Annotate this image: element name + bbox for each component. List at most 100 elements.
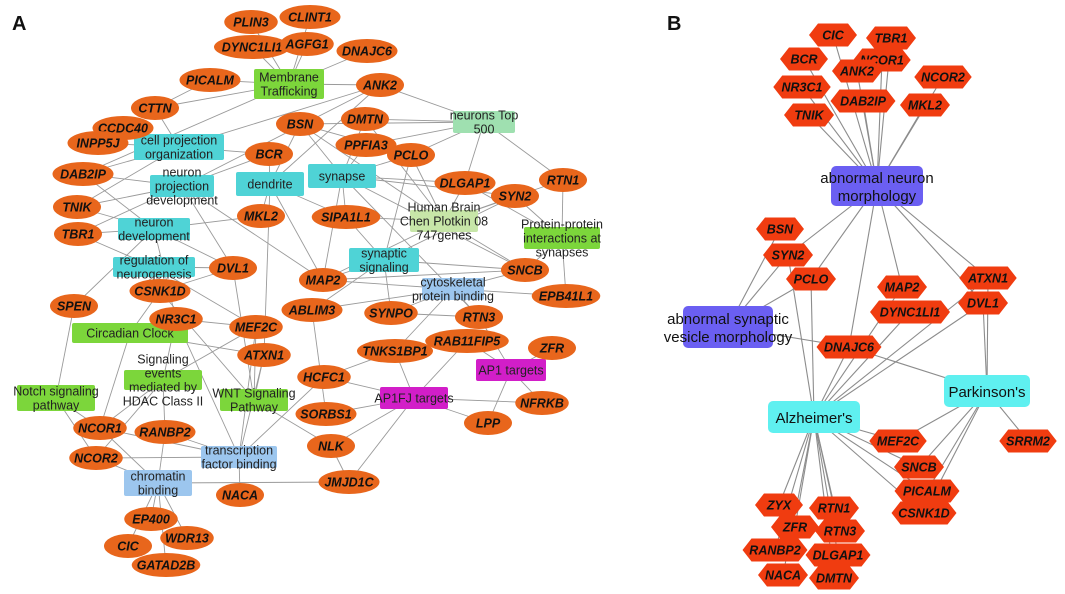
gene-node-ranbp2: RANBP2 xyxy=(134,420,196,444)
edge-neuronproj-DVL1 xyxy=(181,185,234,269)
term-label-line: cell projection xyxy=(141,134,217,148)
gene-label: NCOR2 xyxy=(921,71,965,85)
gene-ellipse xyxy=(464,411,512,435)
gene-ellipse xyxy=(280,32,334,56)
term-label-line: chromatin xyxy=(131,470,186,484)
gene-ellipse xyxy=(318,470,380,494)
gene-hexagon xyxy=(771,515,819,539)
gene-label: INPP5J xyxy=(76,137,120,151)
term-label-line: Trafficking xyxy=(261,85,318,99)
term-label-line: 500 xyxy=(474,123,495,137)
gene-ellipse xyxy=(336,39,398,63)
term-label-line: abnormal synaptic xyxy=(667,311,789,328)
gene-node-mef2c: MEF2C xyxy=(229,315,283,339)
edge-ap1fj-JMJD1C xyxy=(348,397,415,483)
gene-ellipse xyxy=(73,416,127,440)
gene-node-zfr: ZFR xyxy=(528,336,576,360)
term-label-line: mediated by xyxy=(129,381,198,395)
gene-hex-zyx: ZYX xyxy=(755,493,803,517)
gene-ellipse xyxy=(297,365,351,389)
gene-hex-ranbp2: RANBP2 xyxy=(742,538,808,562)
edge-abnneuron-DNAJC6 xyxy=(848,185,878,348)
gene-hex-csnk1d: CSNK1D xyxy=(891,501,957,525)
term-label-line: neuron xyxy=(163,166,202,180)
gene-hexagon xyxy=(805,543,871,567)
gene-ellipse xyxy=(104,534,152,558)
gene-hexagon xyxy=(891,501,957,525)
term-box xyxy=(201,446,277,468)
gene-node-ep400: EP400 xyxy=(124,507,178,531)
gene-label: DYNC1LI1 xyxy=(880,306,940,320)
gene-label: SYN2 xyxy=(772,249,805,263)
gene-ellipse xyxy=(299,268,347,292)
gene-label: ATXN1 xyxy=(243,349,284,363)
term-label-line: Alzheimer's xyxy=(775,410,852,427)
gene-label: PCLO xyxy=(394,149,429,163)
gene-label: EPB41L1 xyxy=(539,290,593,304)
gene-label: LPP xyxy=(476,417,501,431)
edge-alz-DYNC1LI1 xyxy=(813,311,911,418)
term-label-line: morphology xyxy=(838,188,917,205)
gene-node-csnk1d: CSNK1D xyxy=(129,279,191,303)
gene-hex-bsn: BSN xyxy=(756,217,804,241)
gene-hexagon xyxy=(758,563,808,587)
term-label-line: synapses xyxy=(536,246,589,260)
gene-label: RANBP2 xyxy=(139,426,190,440)
edge-alz-DVL1 xyxy=(813,302,984,418)
gene-hexagon xyxy=(894,479,960,503)
gene-hex-dlgap1: DLGAP1 xyxy=(805,543,871,567)
gene-label: DYNC1LI1 xyxy=(222,41,282,55)
gene-hex-ank2: ANK2 xyxy=(832,59,882,83)
term-box xyxy=(476,359,546,381)
term-box xyxy=(254,69,324,99)
gene-ellipse xyxy=(237,204,285,228)
gene-hexagon xyxy=(755,493,803,517)
gene-hex-bcr: BCR xyxy=(780,47,828,71)
gene-label: NR3C1 xyxy=(156,313,197,327)
gene-hexagon xyxy=(784,103,834,127)
gene-label: CTTN xyxy=(138,102,172,116)
gene-label: RAB11FIP5 xyxy=(434,335,502,349)
gene-hex-zfr: ZFR xyxy=(771,515,819,539)
term-label-line: neurogenesis xyxy=(116,268,191,282)
gene-label: DMTN xyxy=(347,113,384,127)
gene-ellipse xyxy=(307,434,355,458)
edge-synsig-PCLO xyxy=(383,154,412,261)
gene-node-dnajc6: DNAJC6 xyxy=(336,39,398,63)
gene-label: DAB2IP xyxy=(840,95,887,109)
gene-label: ZFR xyxy=(782,521,807,535)
gene-label: PICALM xyxy=(903,485,952,499)
gene-ellipse xyxy=(129,279,191,303)
gene-label: MEF2C xyxy=(235,321,278,335)
gene-hex-dmtn: DMTN xyxy=(809,566,859,590)
gene-ellipse xyxy=(501,258,549,282)
edge-ABLIM3-SORBS1 xyxy=(311,309,327,415)
gene-ellipse xyxy=(124,507,178,531)
term-label-line: dendrite xyxy=(247,178,292,192)
gene-label: RTN3 xyxy=(463,311,495,325)
gene-label: TBR1 xyxy=(62,228,95,242)
gene-node-rtn1: RTN1 xyxy=(539,168,587,192)
gene-ellipse xyxy=(214,35,290,59)
gene-hexagon xyxy=(809,496,859,520)
gene-label: SORBS1 xyxy=(300,408,351,422)
gene-node-ncor1: NCOR1 xyxy=(73,416,127,440)
term-label-line: Parkinson's xyxy=(948,384,1025,401)
gene-hexagon xyxy=(756,217,804,241)
gene-node-agfg1: AGFG1 xyxy=(280,32,334,56)
gene-ellipse xyxy=(179,68,241,92)
gene-hex-atxn1: ATXN1 xyxy=(959,266,1017,290)
gene-hexagon xyxy=(815,519,865,543)
edge-neuronproj-MAP2 xyxy=(181,185,324,281)
gene-node-bcr: BCR xyxy=(245,142,293,166)
gene-ellipse xyxy=(54,222,102,246)
gene-label: ABLIM3 xyxy=(288,304,336,318)
gene-ellipse xyxy=(50,294,98,318)
gene-node-inpp5j: INPP5J xyxy=(67,131,129,155)
term-box xyxy=(118,218,190,240)
